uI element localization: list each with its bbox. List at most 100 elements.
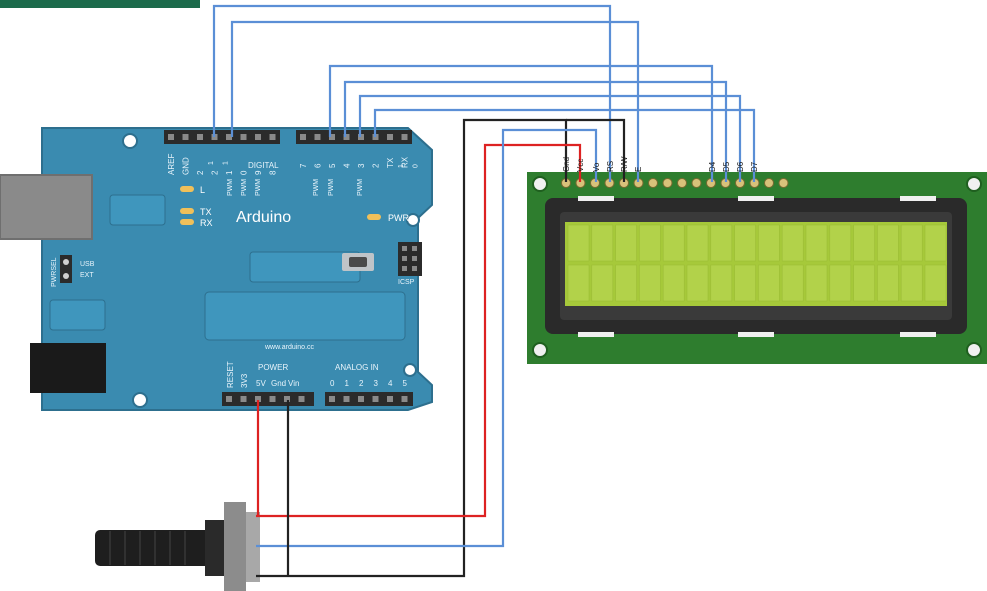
icsp-pin (402, 256, 407, 261)
led-l (180, 186, 194, 192)
pin-label: RX (401, 156, 410, 168)
lcd-pin-label: D7 (750, 161, 759, 172)
header-pin (298, 396, 305, 402)
pin-label: 3 (357, 163, 366, 168)
wire-lcd-vcc (256, 143, 582, 518)
header-pin (300, 134, 306, 140)
led-rx (180, 219, 194, 225)
lcd-char-cell (805, 264, 828, 302)
mount-hole (403, 363, 417, 377)
lcd-char-cell (758, 264, 780, 302)
analog-pin-label: 0 (330, 379, 335, 388)
header-pin (168, 134, 174, 140)
header-pin (197, 134, 203, 140)
dc-jack (30, 343, 106, 393)
mount-hole (406, 213, 420, 227)
pwm-label: PWM (241, 179, 248, 196)
lcd-mount-hole (532, 176, 548, 192)
header-pin (343, 134, 350, 140)
wire-lcd-rw (566, 118, 626, 182)
header-pin (401, 396, 408, 402)
power-pin-label: RESET (226, 361, 235, 388)
chip (109, 194, 166, 226)
power-pin-label: Gnd (271, 379, 286, 388)
led-pwr (367, 214, 381, 220)
lcd-mount-hole (966, 342, 982, 358)
pin-label: 2 (196, 170, 205, 175)
chip (49, 299, 106, 331)
lcd-char-cell (591, 224, 614, 262)
header-pin (226, 134, 232, 140)
pin-label: 0 (240, 170, 249, 175)
analog-label: ANALOG IN (335, 363, 379, 372)
lcd-pin (662, 178, 673, 188)
lcd-char-cell (662, 264, 685, 302)
mount-hole (132, 392, 148, 408)
lcd-char-cell (924, 264, 947, 302)
icsp-pin (412, 246, 417, 251)
usb-port (0, 175, 92, 239)
lcd-pin-label: RS (606, 161, 615, 172)
pwm-label: PWM (357, 179, 364, 196)
lcd-char-cell (615, 224, 637, 262)
pin-sub-label: 1 (398, 164, 405, 168)
pin-label: 7 (299, 163, 308, 168)
pin-sub-label: 1 (223, 161, 230, 165)
pot-shaft (95, 530, 210, 566)
pin-label: 6 (314, 163, 323, 168)
header-pin (255, 396, 261, 402)
header-pin (358, 396, 364, 402)
title-fragment (0, 0, 200, 8)
header-pin (329, 396, 335, 402)
lcd-char-cell (900, 224, 923, 262)
pin-label: AREF (167, 154, 176, 175)
mount-hole (122, 133, 138, 149)
power-pin-label: 3V3 (240, 373, 249, 388)
wire-d5 (343, 80, 728, 182)
lcd-pin-label: Vo (592, 162, 601, 172)
lcd-char-cell (567, 264, 590, 302)
header-pin (240, 134, 247, 140)
digital-header-left (164, 130, 280, 144)
lcd-char-cell (734, 224, 756, 262)
lcd-pin-label: Gnd (562, 157, 571, 172)
pwm-label: PWM (227, 179, 234, 196)
lcd-pin (648, 178, 658, 188)
led-l-label: L (200, 185, 205, 195)
wire-rs (212, 4, 612, 182)
potentiometer (95, 502, 260, 591)
lcd-pin (691, 178, 702, 188)
led-rx-label: RX (200, 218, 213, 228)
pwrsel-label: PWRSEL (51, 257, 58, 287)
lcd-pin-label: D6 (736, 161, 745, 172)
pin-sub-label: 1 (208, 161, 215, 165)
wire-lcd-gnd (256, 118, 568, 578)
lcd-char-cell (900, 264, 923, 302)
header-pin (226, 396, 232, 402)
header-pin (387, 134, 393, 140)
wire-d6 (358, 94, 742, 182)
lcd-pin (677, 178, 687, 188)
lcd-char-cell (639, 224, 661, 262)
analog-header (325, 392, 413, 406)
lcd-char-cell (662, 224, 685, 262)
pin-label: 1 (225, 170, 234, 175)
wire-e (230, 20, 640, 182)
header-pin (343, 396, 350, 402)
pin-label: 2 (372, 163, 381, 168)
lcd-char-cell (805, 224, 828, 262)
analog-pin-label: 5 (403, 379, 408, 388)
lcd-char-cell (829, 264, 852, 302)
lcd-pin-label: R/W (620, 156, 629, 172)
icsp-pin (402, 246, 407, 251)
pin-label: 8 (269, 170, 278, 175)
ext-select-label: EXT (80, 272, 94, 279)
pin-label: 5 (328, 163, 337, 168)
chip (204, 291, 406, 341)
lcd-char-cell (853, 264, 875, 302)
lcd-pin-label: D5 (722, 161, 731, 172)
lcd-char-cell (591, 264, 614, 302)
lcd-char-cell (567, 224, 590, 262)
